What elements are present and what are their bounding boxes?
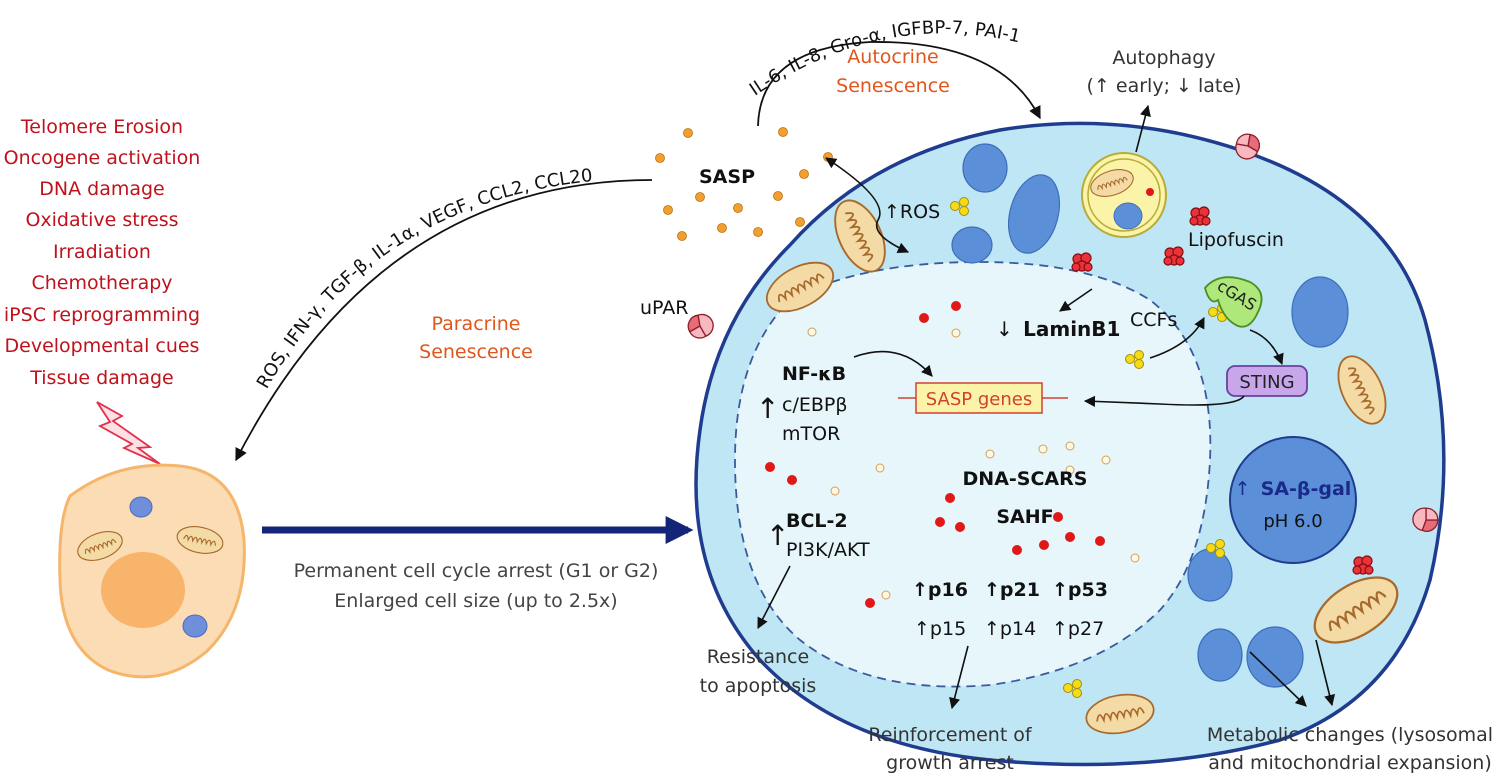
arrest-text-2: Enlarged cell size (up to 2.5x) bbox=[334, 590, 617, 612]
autophagy-arrow bbox=[1135, 104, 1151, 153]
apoptosis-arrow bbox=[757, 565, 791, 629]
p15-label: ↑p15 bbox=[914, 618, 966, 640]
p16-label: ↑p16 bbox=[912, 579, 968, 601]
senescent-cell-nucleus bbox=[734, 261, 1212, 688]
growth-arrest-label-2: growth arrest bbox=[886, 752, 1014, 774]
metabolic-label-1: Metabolic changes (lysosomal bbox=[1207, 724, 1493, 746]
sasp-label: SASP bbox=[699, 166, 755, 188]
paracrine-arrow bbox=[235, 179, 653, 462]
p27-label: ↑p27 bbox=[1052, 618, 1104, 640]
inducer-chemotherapy: Chemotherapy bbox=[31, 272, 172, 294]
lipofuscin-granule bbox=[1163, 246, 1185, 266]
autophagosome bbox=[1081, 152, 1167, 238]
p53-label: ↑p53 bbox=[1052, 579, 1108, 601]
sting-label: STING bbox=[1239, 372, 1294, 393]
bcl2-label: BCL-2 bbox=[786, 510, 848, 532]
lipofuscin-granule bbox=[1189, 206, 1211, 226]
p14-label: ↑p14 bbox=[984, 618, 1036, 640]
normal-cell bbox=[58, 463, 246, 679]
inducer-irradiation: Irradiation bbox=[53, 241, 151, 263]
lipofuscin-granule bbox=[1352, 555, 1374, 575]
inducer-developmental-cues: Developmental cues bbox=[5, 335, 200, 357]
inducer-ipsc-reprogramming: iPSC reprogramming bbox=[4, 304, 200, 326]
inducer-dna-damage: DNA damage bbox=[39, 178, 165, 200]
p21-label: ↑p21 bbox=[984, 579, 1040, 601]
mtor-label: mTOR bbox=[782, 423, 840, 445]
metabolic-arrow-2 bbox=[1315, 639, 1336, 707]
pi3k-label: PI3K/AKT bbox=[786, 539, 870, 561]
sasp-genes-box bbox=[915, 382, 1043, 414]
ph-label: pH 6.0 bbox=[1263, 511, 1322, 532]
cebpb-label: c/EBPβ bbox=[782, 394, 847, 416]
growth-arrest-arrow bbox=[949, 645, 969, 710]
lipofuscin-label: Lipofuscin bbox=[1188, 229, 1284, 251]
sasp-secretion-dots bbox=[655, 127, 833, 241]
cytoplasmic-vesicles bbox=[951, 143, 1349, 688]
sa-beta-gal-label: ↑ SA-β-gal bbox=[1235, 478, 1352, 500]
sahf-label: SAHF bbox=[996, 506, 1053, 528]
metabolic-label-2: and mitochondrial expansion) bbox=[1208, 752, 1492, 774]
apoptosis-label-2: to apoptosis bbox=[700, 675, 817, 697]
laminb1-label: ↓ LaminB1 bbox=[996, 317, 1120, 341]
cgas-protein bbox=[1204, 276, 1263, 328]
nfkb-label: NF-κB bbox=[782, 363, 846, 385]
inducer-oxidative-stress: Oxidative stress bbox=[25, 209, 178, 231]
paracrine-label-1: Paracrine bbox=[432, 313, 521, 335]
bcl2-up-arrow: ↑ bbox=[766, 519, 789, 552]
upar-receptor-icon bbox=[685, 312, 716, 341]
apoptosis-label-1: Resistance bbox=[707, 646, 809, 668]
upar-label: uPAR bbox=[640, 297, 688, 319]
ccf-cgas-arrow bbox=[1149, 317, 1205, 359]
sa-beta-gal-lysosome bbox=[1229, 436, 1357, 564]
laminb1-arrow bbox=[1059, 288, 1093, 312]
autocrine-arrow bbox=[757, 41, 1041, 127]
lipofuscin-granule bbox=[1071, 252, 1093, 272]
ros-label: ↑ROS bbox=[884, 201, 940, 223]
sasp-genes-label: SASP genes bbox=[926, 389, 1032, 410]
inducer-list: Telomere Erosion Oncogene activation DNA… bbox=[4, 116, 201, 389]
metabolic-arrow-1 bbox=[1249, 651, 1307, 707]
sting-box bbox=[1226, 365, 1308, 397]
autocrine-label-1: Autocrine bbox=[847, 46, 938, 68]
normal-cell-nucleus bbox=[101, 552, 185, 628]
ccfs-label: CCFs bbox=[1130, 309, 1177, 331]
nfkb-sasp-arrow bbox=[853, 350, 933, 377]
lightning-bolt-icon bbox=[96, 401, 161, 465]
growth-arrest-label-1: Reinforcement of bbox=[868, 724, 1033, 746]
nuclear-vesicles bbox=[807, 327, 1140, 600]
ros-arrow bbox=[825, 157, 910, 253]
sting-sasp-arrow bbox=[1083, 395, 1245, 407]
inducer-telomere-erosion: Telomere Erosion bbox=[20, 116, 183, 138]
inducer-tissue-damage: Tissue damage bbox=[29, 367, 173, 389]
normal-cell-vesicle bbox=[129, 496, 153, 518]
autocrine-label-2: Senescence bbox=[836, 75, 950, 97]
normal-cell-vesicle bbox=[182, 614, 208, 638]
dna-scars-label: DNA-SCARS bbox=[963, 468, 1088, 490]
nuclear-foci bbox=[765, 301, 1105, 608]
inducer-oncogene-activation: Oncogene activation bbox=[4, 147, 201, 169]
cgas-sting-arrow bbox=[1249, 329, 1284, 366]
nfkb-up-arrow: ↑ bbox=[756, 392, 779, 425]
paracrine-label-2: Senescence bbox=[419, 341, 533, 363]
arrest-text-1: Permanent cell cycle arrest (G1 or G2) bbox=[294, 560, 659, 582]
autophagy-label-1: Autophagy bbox=[1112, 47, 1215, 69]
autophagy-label-2: (↑ early; ↓ late) bbox=[1087, 75, 1242, 97]
